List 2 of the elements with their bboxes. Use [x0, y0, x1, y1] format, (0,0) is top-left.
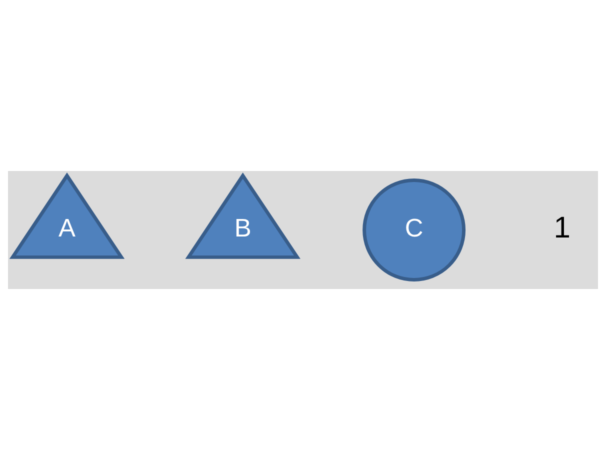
node-circle: C: [362, 178, 466, 281]
label: 1: [554, 210, 571, 244]
